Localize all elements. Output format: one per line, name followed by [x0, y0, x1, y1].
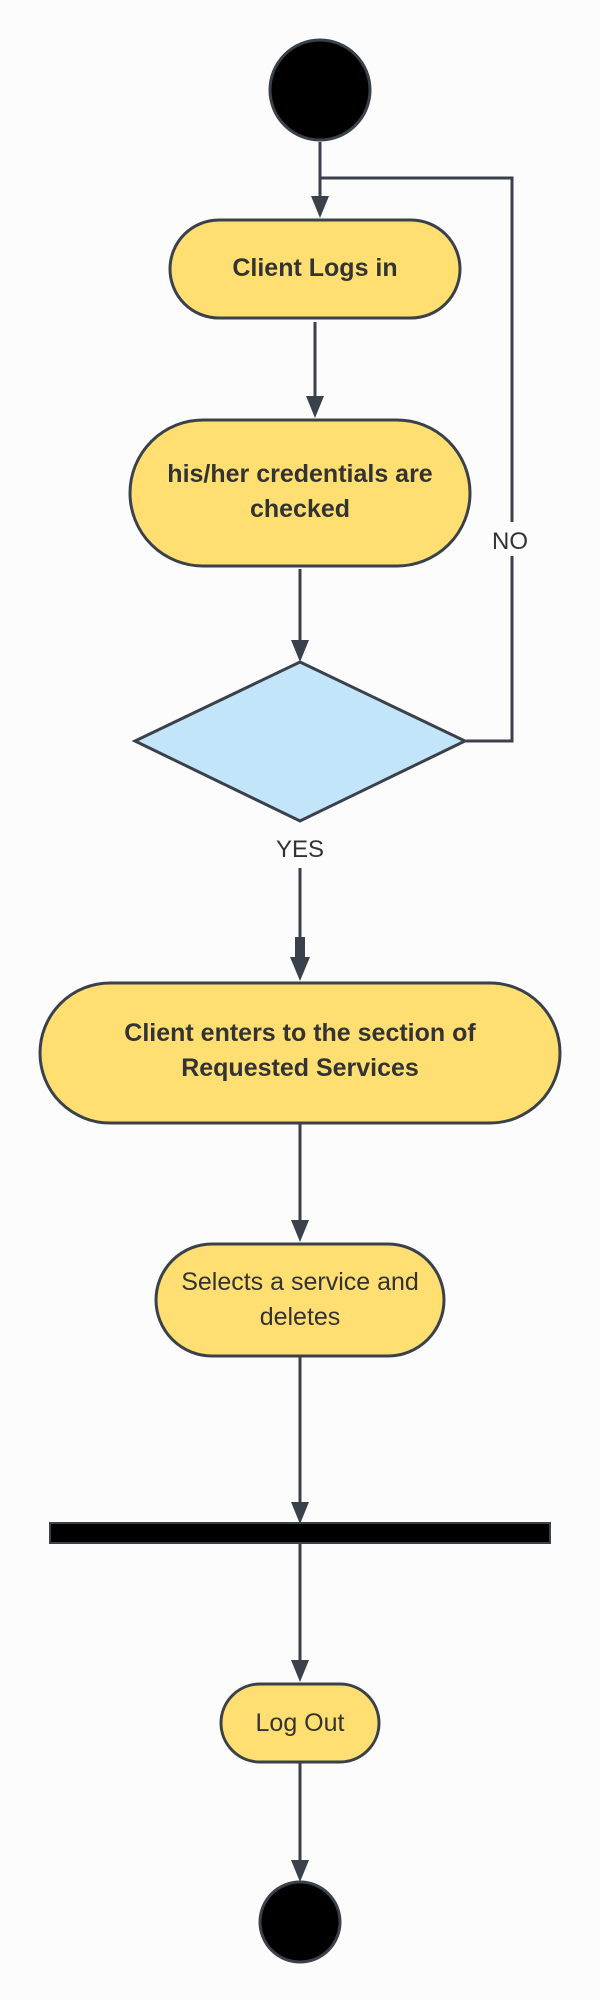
activity-log-out-label: Log Out	[256, 1709, 345, 1737]
edge-yes-thick-segment	[295, 937, 305, 961]
activity-client-logs-in	[168, 218, 462, 320]
guard-label-yes: YES	[276, 836, 324, 863]
arrowhead-login-in	[311, 196, 329, 218]
edges	[290, 142, 514, 1882]
arrowhead-enter-section-in	[290, 957, 310, 981]
edge-decision-no-loop	[320, 176, 514, 743]
guard-label-no: NO	[492, 528, 528, 555]
activity-client-logs-in-label: Client Logs in	[232, 254, 397, 282]
activity-selects-and-deletes-line1: Selects a service and	[181, 1268, 419, 1296]
arrowhead-credentials-in	[306, 396, 324, 418]
yes-label-bg	[266, 833, 334, 863]
activity-credentials-checked	[128, 418, 472, 568]
decision-node	[131, 660, 469, 823]
activity-credentials-checked-line2: checked	[250, 495, 350, 523]
arrowhead-end-in	[291, 1860, 309, 1882]
fork-join-bar	[49, 1522, 551, 1544]
arrowhead-bar-in	[291, 1502, 309, 1524]
activity-credentials-checked-line1: his/her credentials are	[167, 460, 433, 488]
arrowhead-select-in	[291, 1220, 309, 1242]
activity-selects-and-deletes-line2: deletes	[260, 1303, 341, 1331]
activity-client-enters-section-line2: Requested Services	[181, 1054, 419, 1082]
activity-log-out	[219, 1682, 381, 1764]
activity-client-enters-section-line1: Client enters to the section of	[124, 1019, 476, 1047]
initial-node	[268, 38, 372, 142]
final-node	[258, 1880, 342, 1964]
activity-client-enters-section	[38, 981, 562, 1125]
arrowhead-logout-in	[291, 1660, 309, 1682]
activity-selects-and-deletes	[154, 1242, 446, 1358]
no-label-bg	[486, 522, 538, 556]
arrowhead-decision-in	[291, 640, 309, 662]
